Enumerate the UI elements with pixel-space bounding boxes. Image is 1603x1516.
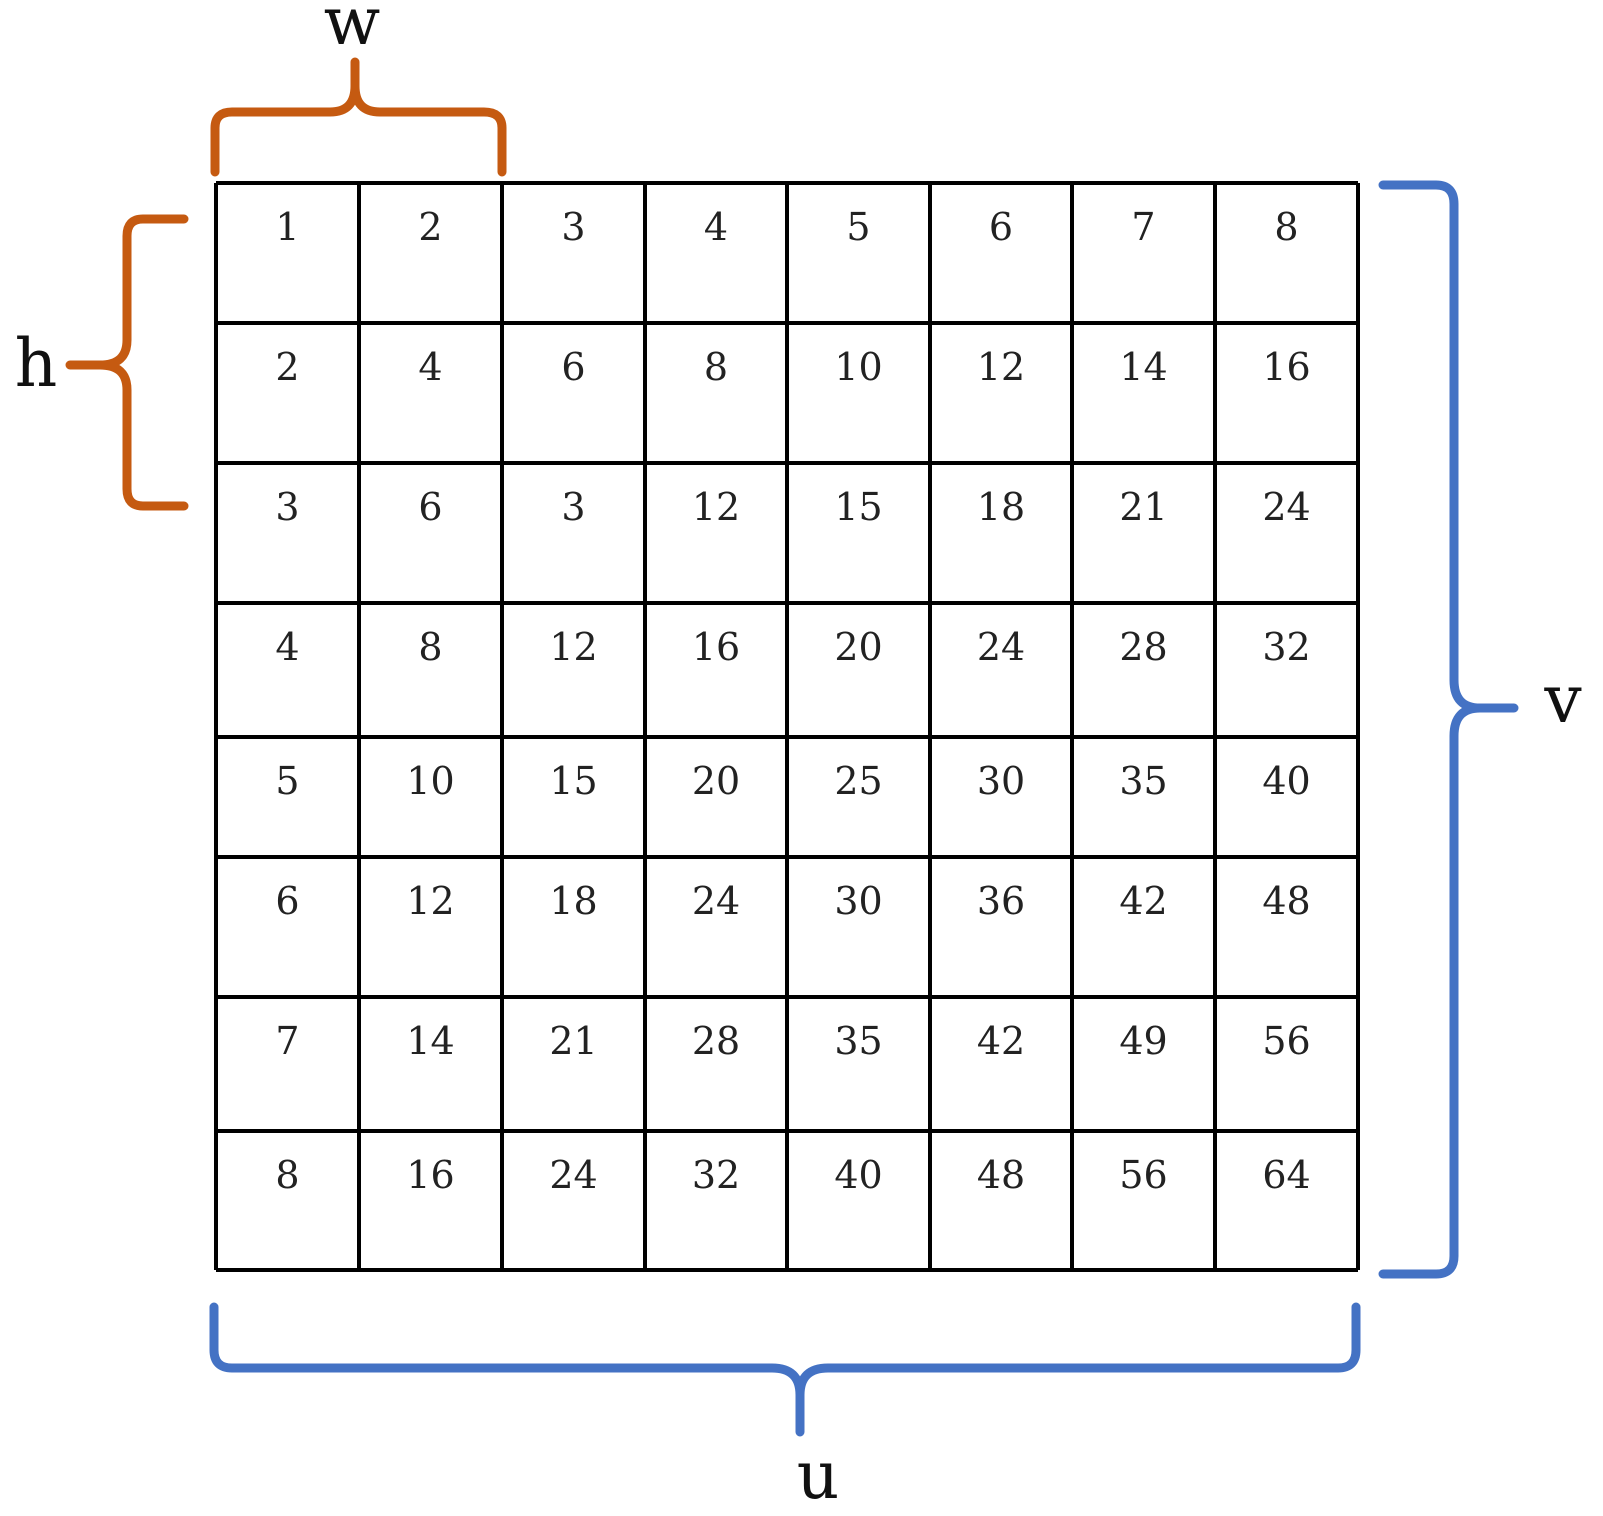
cell-value: 3 [275, 485, 299, 529]
cell-value: 24 [977, 625, 1025, 669]
h-brace [65, 214, 189, 511]
cell-value: 12 [692, 485, 740, 529]
cell-value: 10 [834, 345, 882, 389]
cell-value: 21 [1119, 485, 1167, 529]
v-brace [1378, 180, 1519, 1279]
cell-value: 3 [561, 485, 585, 529]
cell-value: 8 [275, 1153, 299, 1197]
v-label: v [1543, 661, 1582, 738]
cell-value: 49 [1119, 1019, 1167, 1063]
cell-value: 28 [692, 1019, 740, 1063]
cell-value: 28 [1119, 625, 1167, 669]
cell-value: 12 [977, 345, 1025, 389]
cell-value: 6 [418, 485, 442, 529]
u-brace [209, 1302, 1361, 1437]
cell-value: 16 [406, 1153, 454, 1197]
cell-value: 5 [846, 205, 870, 249]
cell-value: 6 [275, 879, 299, 923]
cell-value: 42 [1119, 879, 1167, 923]
cell-value: 32 [692, 1153, 740, 1197]
cell-value: 6 [989, 205, 1013, 249]
h-label: h [15, 325, 58, 402]
cell-value: 6 [561, 345, 585, 389]
cell-value: 3 [561, 205, 585, 249]
cell-value: 48 [977, 1153, 1025, 1197]
cell-value: 18 [549, 879, 597, 923]
cell-value: 4 [275, 625, 299, 669]
cell-value: 24 [549, 1153, 597, 1197]
cell-value: 36 [977, 879, 1025, 923]
cell-value: 10 [406, 759, 454, 803]
cell-value: 4 [418, 345, 442, 389]
cell-value: 7 [1131, 205, 1155, 249]
cell-value: 21 [549, 1019, 597, 1063]
cell-value: 4 [704, 205, 728, 249]
cell-value: 35 [834, 1019, 882, 1063]
cell-value: 5 [275, 759, 299, 803]
cell-value: 15 [549, 759, 597, 803]
cell-value: 2 [418, 205, 442, 249]
cell-value: 32 [1262, 625, 1310, 669]
u-label: u [797, 1437, 840, 1514]
cell-value: 64 [1262, 1153, 1310, 1197]
cell-value: 48 [1262, 879, 1310, 923]
cell-value: 8 [418, 625, 442, 669]
cell-value: 12 [549, 625, 597, 669]
cell-value: 1 [275, 205, 299, 249]
cell-value: 15 [834, 485, 882, 529]
cell-value: 56 [1262, 1019, 1310, 1063]
cell-value: 40 [834, 1153, 882, 1197]
cell-value: 16 [1262, 345, 1310, 389]
w-label: w [324, 0, 381, 60]
cell-value: 14 [1119, 345, 1167, 389]
grid-lines [214, 181, 1360, 1272]
cell-value: 20 [692, 759, 740, 803]
cell-value: 24 [1262, 485, 1310, 529]
cell-value: 56 [1119, 1153, 1167, 1197]
cell-value: 14 [406, 1019, 454, 1063]
cell-value: 30 [977, 759, 1025, 803]
cell-value: 25 [834, 759, 882, 803]
cell-value: 35 [1119, 759, 1167, 803]
cell-value: 8 [1274, 205, 1298, 249]
cell-value: 8 [704, 345, 728, 389]
cell-value: 40 [1262, 759, 1310, 803]
cell-value: 12 [406, 879, 454, 923]
cell-value: 20 [834, 625, 882, 669]
cell-value: 2 [275, 345, 299, 389]
w-brace [210, 57, 507, 177]
cell-value: 24 [692, 879, 740, 923]
cell-value: 18 [977, 485, 1025, 529]
cell-value: 7 [275, 1019, 299, 1063]
cell-value: 30 [834, 879, 882, 923]
cell-value: 16 [692, 625, 740, 669]
cell-value: 42 [977, 1019, 1025, 1063]
